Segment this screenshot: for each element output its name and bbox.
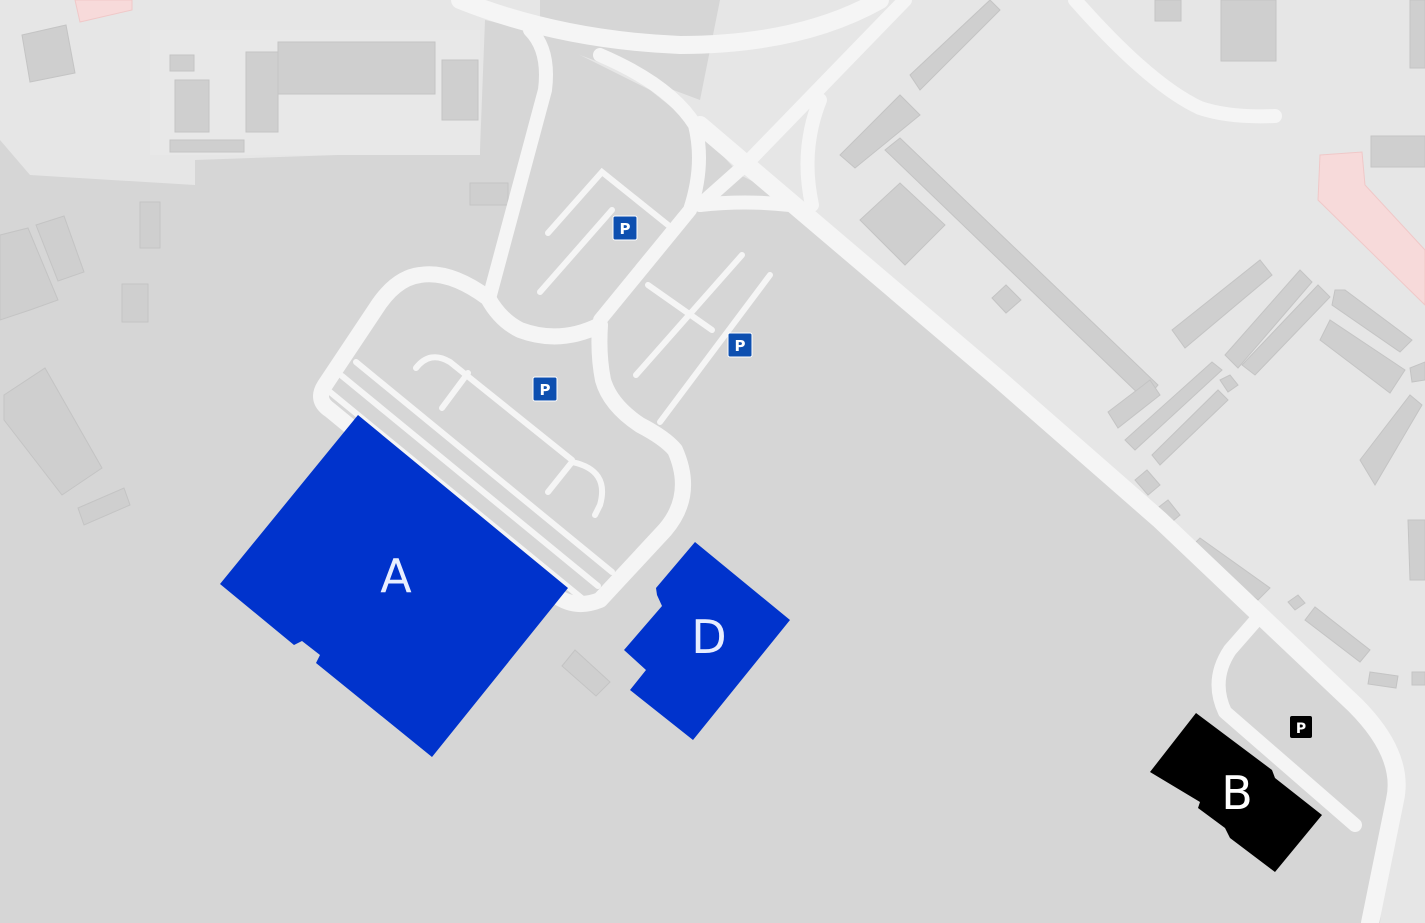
parking-line [327, 389, 587, 603]
parking-icon-label: P [540, 381, 551, 399]
road-roundabout-curve [800, 93, 827, 212]
minor-building [169, 139, 245, 153]
parking-line [545, 458, 606, 518]
minor-building [859, 182, 946, 266]
minor-buildings [0, 0, 1425, 697]
road-mid [593, 48, 706, 327]
minor-building [1171, 259, 1273, 349]
minor-building [1409, 0, 1425, 69]
minor-building [1241, 284, 1331, 376]
parking-icon-bg [1290, 716, 1312, 738]
parking-icon[interactable]: P [1290, 716, 1312, 738]
road-east-curve [1068, 0, 1282, 124]
parking-icon[interactable]: P [727, 332, 753, 358]
parking-icon[interactable]: P [612, 215, 638, 241]
parking-line [657, 272, 773, 425]
minor-building [277, 41, 436, 95]
parking-line [439, 370, 471, 411]
parking-line [339, 373, 601, 589]
building-A-label: A [380, 549, 412, 603]
road-north-diagonal [693, 0, 912, 212]
minor-building [0, 227, 59, 321]
road-loop [313, 266, 691, 612]
minor-building [139, 201, 161, 249]
minor-building [1411, 671, 1425, 686]
parking-line [633, 252, 745, 378]
minor-building [1367, 671, 1399, 689]
road-east-branch [1211, 611, 1362, 832]
minor-building [35, 215, 85, 282]
parking-icon-bg [727, 332, 753, 358]
minor-building [1331, 289, 1413, 353]
minor-building [174, 79, 210, 133]
building-D-label: D [691, 610, 726, 664]
minor-building [1224, 269, 1313, 369]
minor-building [3, 367, 103, 496]
minor-building [77, 487, 131, 526]
highlight-building [74, 0, 133, 23]
building-D-shape[interactable] [624, 542, 790, 740]
minor-building [1304, 606, 1371, 663]
parking-line [413, 354, 575, 463]
minor-building [1107, 379, 1161, 429]
parking-line [537, 207, 615, 295]
minor-building [839, 94, 921, 169]
minor-building [1409, 361, 1425, 383]
minor-building [469, 182, 509, 206]
minor-building [991, 284, 1022, 314]
minor-building [169, 54, 195, 72]
road-main-diagonal [691, 116, 1406, 923]
roads [313, 0, 1406, 923]
parking-icon-label: P [1296, 721, 1306, 737]
parking-lines [327, 167, 773, 603]
parking-icon-bg [532, 376, 558, 402]
highlight-building [1317, 151, 1425, 306]
minor-building [1370, 135, 1425, 168]
minor-building [1220, 0, 1277, 62]
road-branch [693, 195, 797, 212]
highlighted-buildings [74, 0, 1425, 306]
minor-building [245, 51, 279, 133]
building-B-label: B [1221, 766, 1253, 820]
parking-icon-label: P [620, 220, 631, 238]
minor-building [1359, 394, 1423, 486]
parking-icon-label: P [735, 337, 746, 355]
parking-icon[interactable]: P [532, 376, 558, 402]
minor-building [1154, 0, 1182, 22]
minor-building [1134, 469, 1161, 496]
building-B[interactable]: B [1150, 713, 1322, 872]
building-B-shape[interactable] [1150, 713, 1322, 872]
minor-building [1124, 361, 1223, 451]
minor-building [21, 24, 76, 83]
minor-building [1151, 389, 1229, 466]
building-D[interactable]: D [624, 542, 790, 740]
minor-building [561, 649, 611, 697]
minor-building [121, 283, 149, 323]
minor-building [441, 59, 479, 121]
parking-line [353, 359, 615, 575]
campus-grounds [0, 20, 1395, 923]
building-A[interactable]: A [220, 415, 568, 757]
parking-line [645, 282, 715, 333]
minor-building [884, 137, 1159, 401]
minor-building [909, 0, 1001, 91]
minor-building [1287, 594, 1306, 611]
parking-line [545, 167, 671, 236]
building-A-shape[interactable] [220, 415, 568, 757]
road-north-curve [451, 0, 889, 54]
minor-building [1319, 319, 1406, 394]
minor-building [1219, 374, 1239, 393]
road-vertical [483, 23, 553, 302]
minor-building [1407, 519, 1425, 581]
parking-icon-bg [612, 215, 638, 241]
